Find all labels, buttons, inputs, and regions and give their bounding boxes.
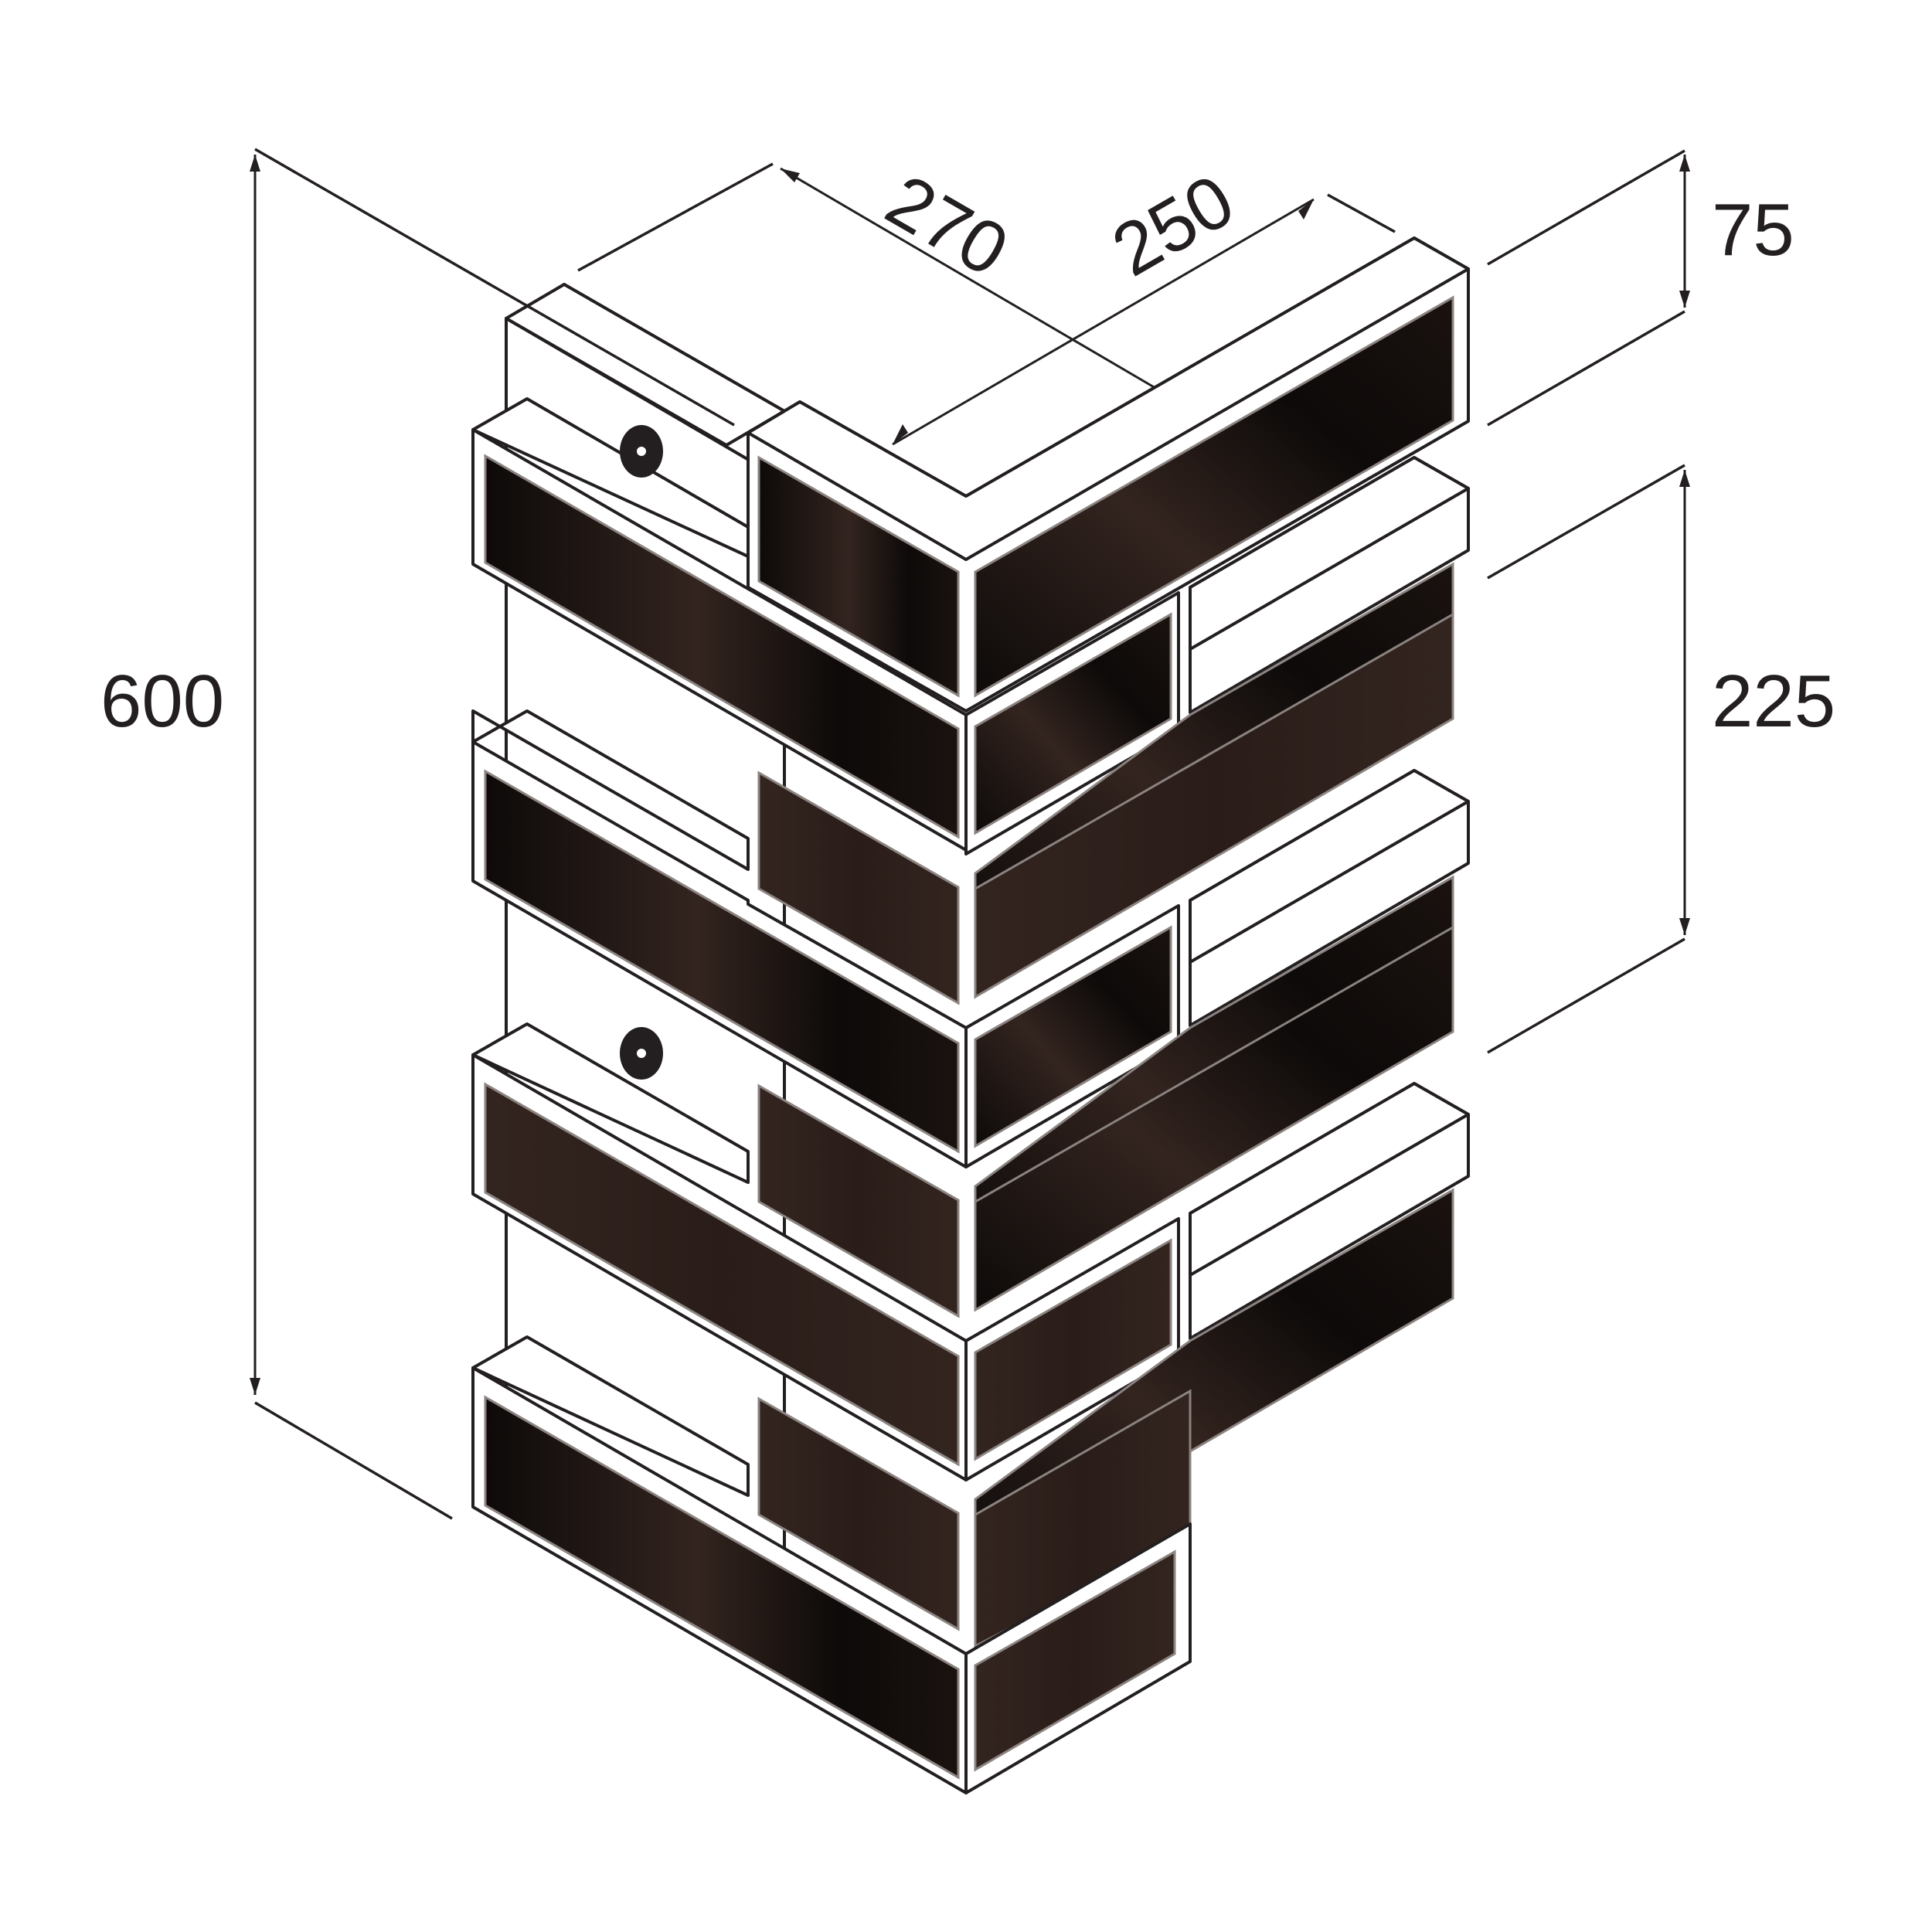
brick-left-3 [484, 1082, 960, 1467]
course-1 [471, 236, 1470, 855]
brick-left-1 [484, 454, 960, 839]
brick-right-1b [974, 612, 1172, 835]
dimension-lines [250, 148, 1690, 1520]
anchor-hole-center [637, 447, 646, 456]
dim-label-75: 75 [1712, 189, 1794, 271]
brick-right-2b [974, 612, 1454, 999]
brick-right-3b [974, 925, 1454, 1312]
brick-corner-left-2 [757, 770, 960, 1005]
brick-corner-left-1 [757, 455, 960, 698]
anchor-hole-center-2 [637, 1049, 646, 1058]
brick-right-1 [974, 295, 1454, 698]
brick-left-4 [484, 1395, 960, 1780]
course-2 [471, 612, 1454, 1168]
brick-left-2 [484, 769, 960, 1154]
brick-right-2c [974, 925, 1172, 1148]
brick-right-4c [974, 1549, 1176, 1772]
dim-label-225: 225 [1712, 660, 1835, 743]
course-4 [471, 1335, 1192, 1794]
brick-corner-left-3 [757, 1083, 960, 1318]
dim-label-270: 270 [873, 159, 1022, 293]
brick-right-3c [974, 1238, 1172, 1461]
dim-label-600: 600 [100, 660, 224, 743]
dim-label-250: 250 [1099, 158, 1247, 292]
brick-corner-left-4 [757, 1396, 960, 1631]
course-3 [471, 925, 1454, 1481]
